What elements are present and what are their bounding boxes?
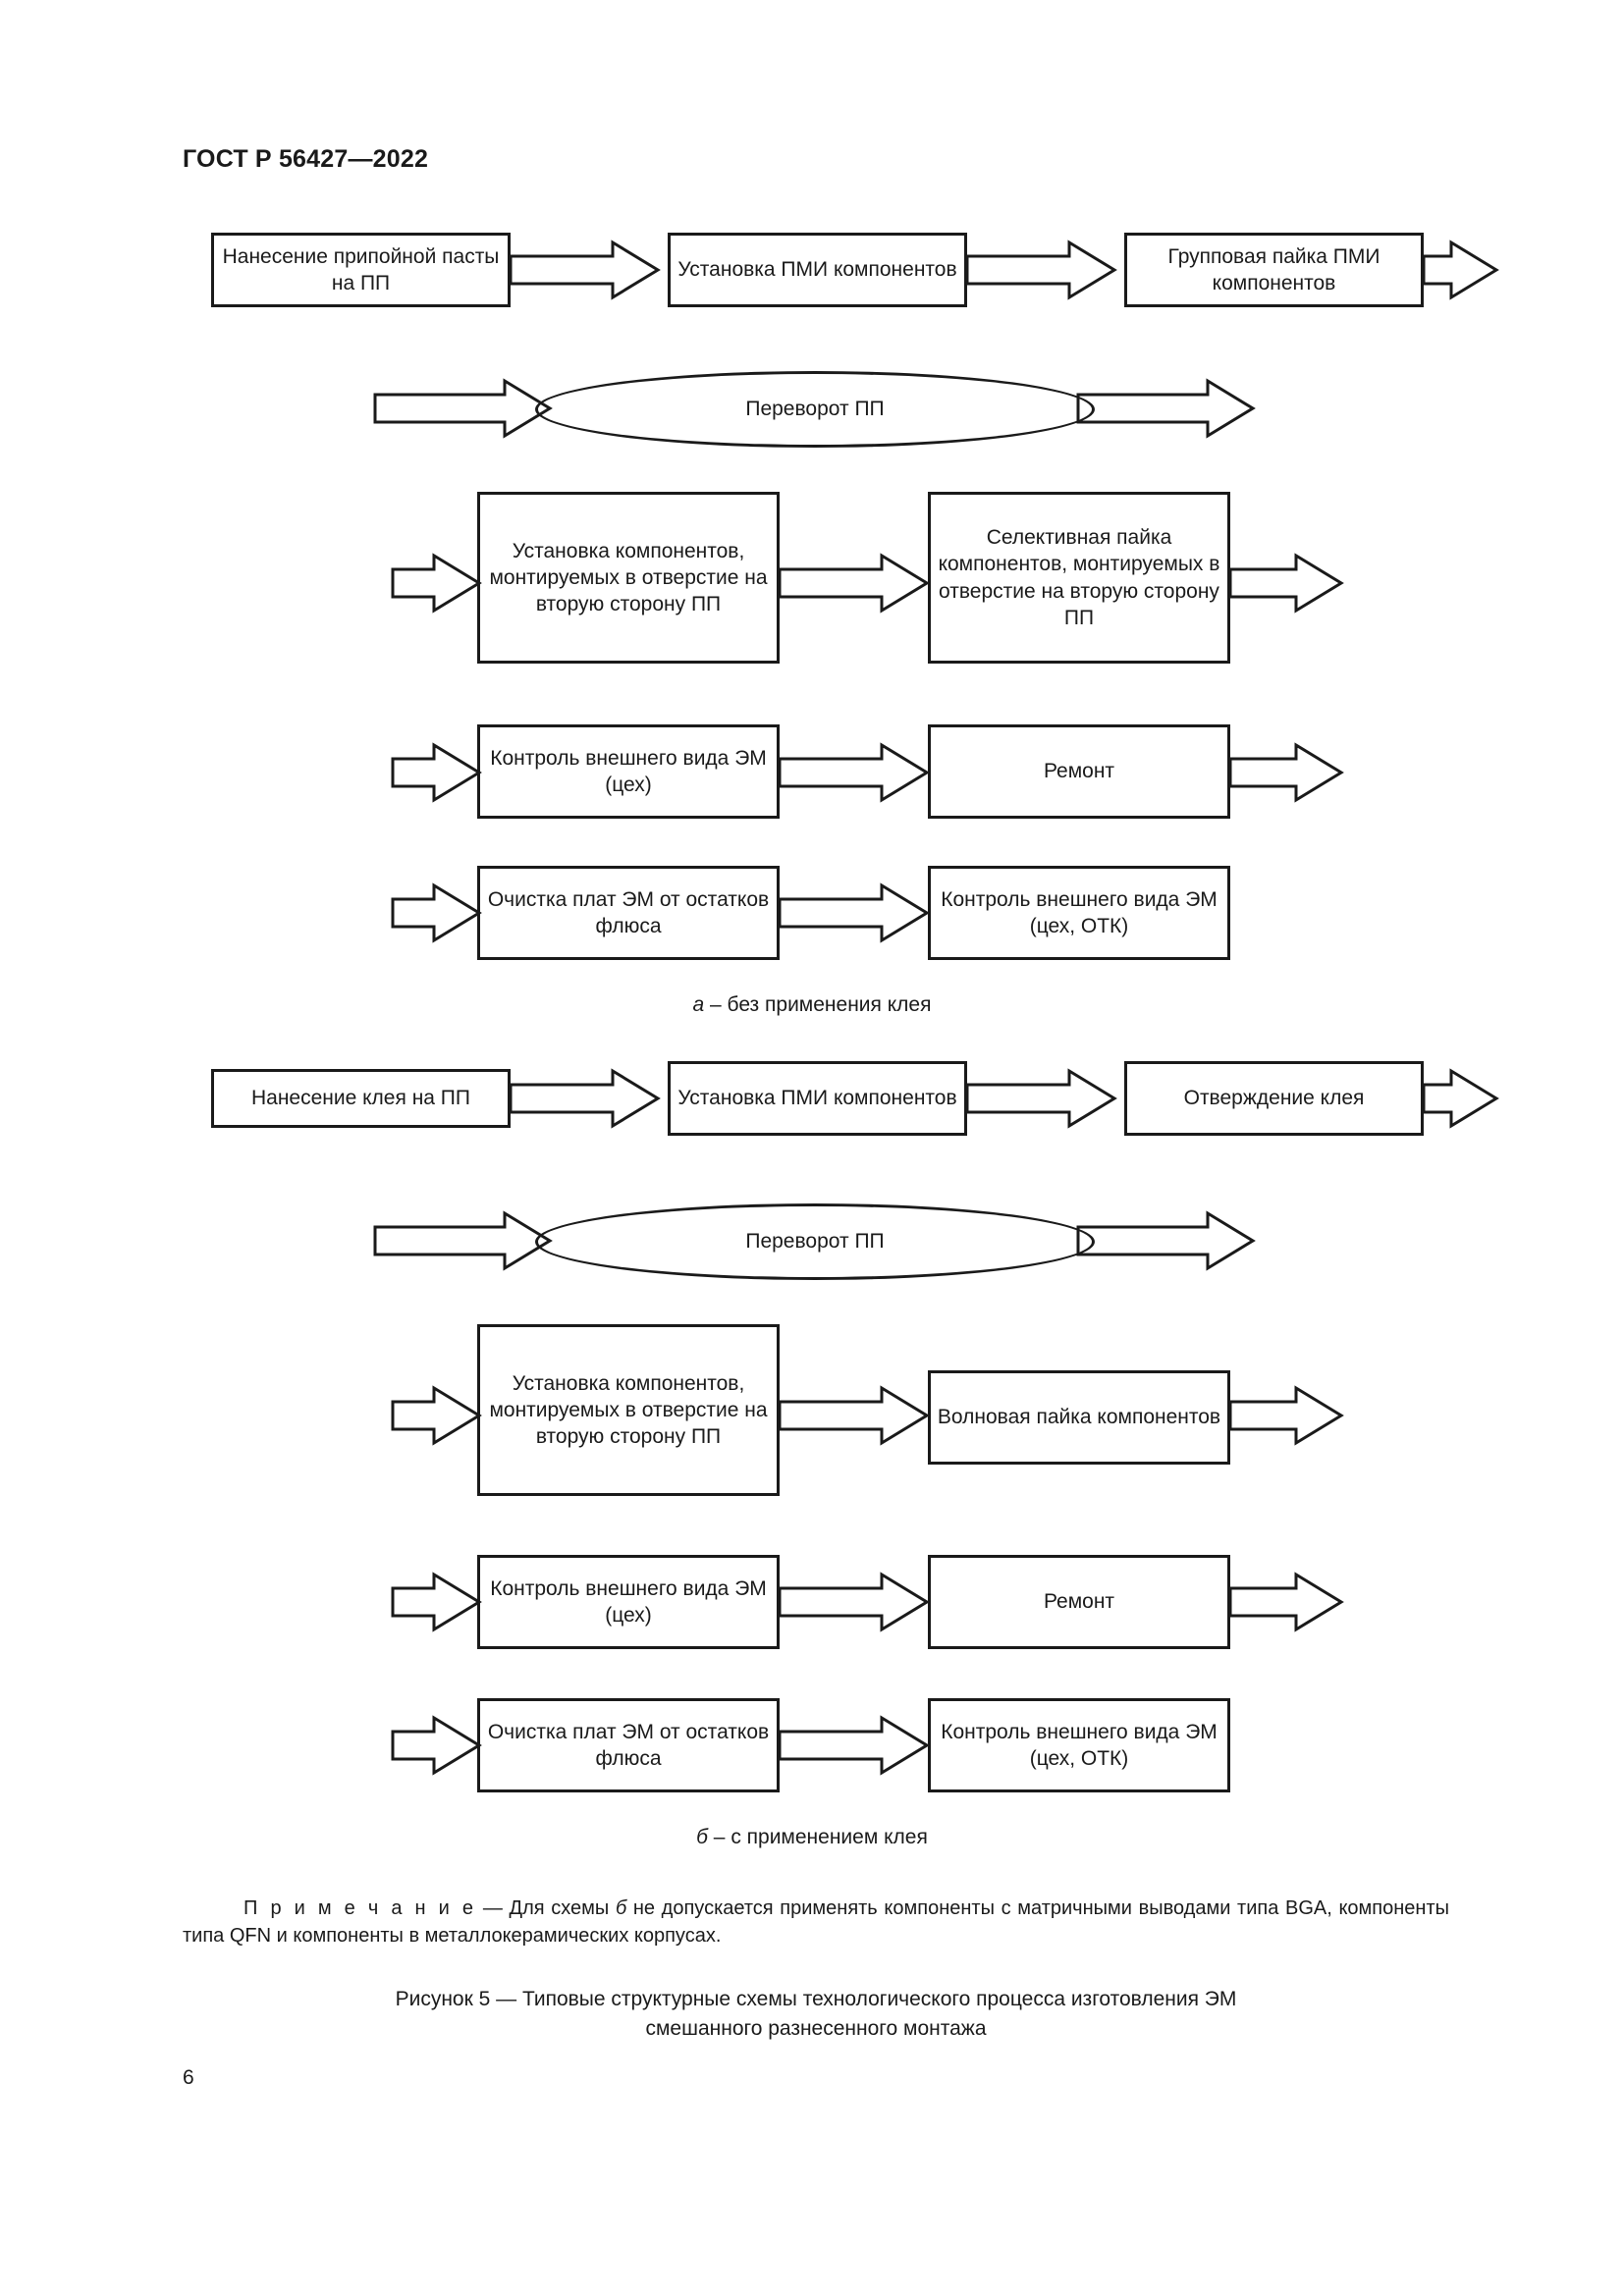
note-scheme-marker: б — [615, 1897, 627, 1919]
arrow-b-8-exit — [1228, 1385, 1344, 1446]
note-lead-label: П р и м е ч а н и е — [244, 1897, 477, 1919]
arrow-b-9-enter — [391, 1572, 482, 1632]
node-a-selective-soldering: Селективная пайка компонентов, монтируем… — [928, 492, 1230, 664]
arrow-b-7 — [778, 1385, 930, 1446]
arrow-a-12-enter — [391, 882, 482, 943]
node-a-tht-placement: Установка компонентов, монтируемых в отв… — [477, 492, 780, 664]
caption-b-text: – с применением клея — [707, 1826, 928, 1848]
figure-caption-line-2: смешанного разнесенного монтажа — [645, 2017, 987, 2041]
arrow-a-13 — [778, 882, 930, 943]
arrow-a-4-enter — [373, 378, 553, 439]
arrow-b-3-exit — [1422, 1068, 1499, 1129]
node-b-flux-cleaning: Очистка плат ЭМ от остатков флюса — [477, 1698, 780, 1792]
arrow-b-13 — [778, 1715, 930, 1776]
caption-b-marker: б — [696, 1826, 708, 1848]
node-b-board-flip: Переворот ПП — [535, 1203, 1095, 1280]
node-a-smd-placement: Установка ПМИ компонентов — [668, 233, 967, 307]
node-b-smd-placement: Установка ПМИ компонентов — [668, 1061, 967, 1136]
note-dash: — — [476, 1897, 510, 1919]
node-a-repair: Ремонт — [928, 724, 1230, 819]
arrow-b-12-enter — [391, 1715, 482, 1776]
arrow-a-10 — [778, 742, 930, 803]
arrow-a-5-exit — [1076, 378, 1256, 439]
page-number: 6 — [183, 2066, 194, 2089]
arrow-b-4-enter — [373, 1210, 553, 1271]
node-a-board-flip: Переворот ПП — [535, 371, 1095, 448]
caption-a-text: – без применения клея — [704, 993, 932, 1016]
arrow-a-8-exit — [1228, 553, 1344, 614]
note-body-before: Для схемы — [509, 1897, 616, 1919]
arrow-b-2 — [965, 1068, 1117, 1129]
caption-scheme-a: а – без применения клея — [0, 993, 1624, 1017]
note-paragraph: П р и м е ч а н и е — Для схемы б не доп… — [183, 1895, 1449, 1950]
node-b-repair: Ремонт — [928, 1555, 1230, 1649]
node-b-glue-application: Нанесение клея на ПП — [211, 1069, 511, 1128]
node-b-visual-inspection: Контроль внешнего вида ЭМ (цех) — [477, 1555, 780, 1649]
arrow-a-7 — [778, 553, 930, 614]
node-b-tht-placement: Установка компонентов, монтируемых в отв… — [477, 1324, 780, 1496]
node-a-final-inspection: Контроль внешнего вида ЭМ (цех, ОТК) — [928, 866, 1230, 960]
arrow-a-2 — [965, 240, 1117, 300]
arrow-b-6-enter — [391, 1385, 482, 1446]
arrow-a-6-enter — [391, 553, 482, 614]
node-a-flux-cleaning: Очистка плат ЭМ от остатков флюса — [477, 866, 780, 960]
arrow-b-5-exit — [1076, 1210, 1256, 1271]
caption-scheme-b: б – с применением клея — [0, 1826, 1624, 1849]
arrow-a-1 — [509, 240, 661, 300]
figure-caption-line-1: Рисунок 5 — Типовые структурные схемы те… — [395, 1988, 1237, 2010]
node-b-glue-curing: Отверждение клея — [1124, 1061, 1424, 1136]
node-a-visual-inspection: Контроль внешнего вида ЭМ (цех) — [477, 724, 780, 819]
arrow-b-11-exit — [1228, 1572, 1344, 1632]
arrow-b-10 — [778, 1572, 930, 1632]
caption-a-marker: а — [692, 993, 705, 1016]
standard-header: ГОСТ Р 56427—2022 — [183, 145, 429, 173]
arrow-a-11-exit — [1228, 742, 1344, 803]
note-body-after: не допускается применять компоненты с ма… — [183, 1897, 1449, 1948]
arrow-b-1 — [509, 1068, 661, 1129]
node-a-group-soldering: Групповая пайка ПМИ компонентов — [1124, 233, 1424, 307]
figure-caption: Рисунок 5 — Типовые структурные схемы те… — [183, 1985, 1449, 2045]
arrow-a-3-exit — [1422, 240, 1499, 300]
node-a-solder-paste: Нанесение припойной пасты на ПП — [211, 233, 511, 307]
arrow-a-9-enter — [391, 742, 482, 803]
node-b-final-inspection: Контроль внешнего вида ЭМ (цех, ОТК) — [928, 1698, 1230, 1792]
node-b-wave-soldering: Волновая пайка компонентов — [928, 1370, 1230, 1465]
